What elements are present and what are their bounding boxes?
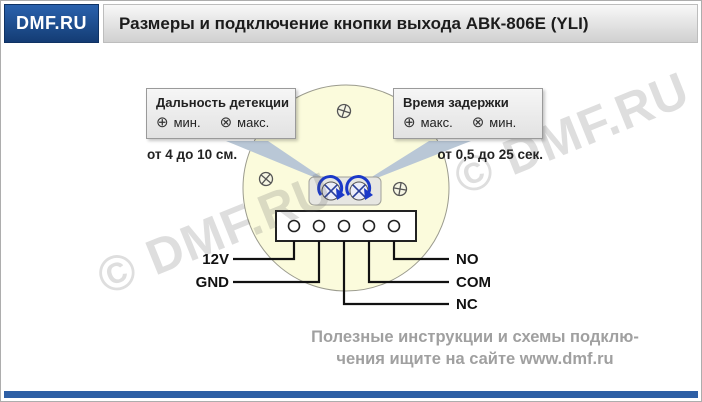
terminal-pin — [387, 219, 401, 233]
page-title: Размеры и подключение кнопки выхода АВК-… — [103, 4, 698, 43]
detection-range-value: от 4 до 10 см. — [147, 147, 238, 162]
bottom-accent-bar — [4, 391, 698, 398]
screw-icon — [336, 103, 352, 119]
wire-label-nc: NC — [456, 296, 478, 313]
callout-items: ⊕ мин. ⊗ макс. — [147, 112, 295, 138]
callout-item-label: макс. — [420, 115, 453, 130]
screw-cross-icon: ⊗ — [471, 114, 485, 131]
wire-label-no: NO — [456, 251, 479, 268]
delay-range-value: от 0,5 до 25 сек. — [437, 147, 543, 162]
wire-com — [367, 241, 449, 284]
callout-detection-range: Дальность детекции ⊕ мин. ⊗ макс. — [146, 88, 296, 139]
terminal-pin — [287, 219, 301, 233]
wire-nc — [342, 241, 449, 306]
wire-12v — [233, 241, 296, 261]
callout-item-label: мин. — [173, 115, 201, 130]
callout-title: Дальность детекции — [156, 95, 289, 110]
screw-icon — [392, 181, 408, 197]
potentiometer-detection[interactable] — [321, 181, 341, 201]
callout-pointer-right — [359, 141, 471, 185]
terminal-pins — [287, 219, 401, 233]
wire-no — [392, 241, 449, 261]
screw-icon — [258, 171, 274, 187]
callout-pointer-left — [226, 141, 333, 185]
callout-item-label: макс. — [237, 115, 270, 130]
screw-cross-icon: ⊗ — [219, 114, 233, 131]
terminal-pin — [337, 219, 351, 233]
screw-plus-icon: ⊕ — [403, 114, 416, 131]
dmf-logo: DMF.RU — [4, 4, 99, 43]
terminal-pin — [312, 219, 326, 233]
footer-line-2: чения ищите на сайте www.dmf.ru — [336, 350, 614, 369]
wire-label-gnd: GND — [196, 274, 230, 291]
wire-label-12v: 12V — [202, 251, 229, 268]
wires — [233, 241, 449, 306]
wire-label-com: COM — [456, 274, 491, 291]
header: DMF.RU Размеры и подключение кнопки выхо… — [4, 4, 698, 43]
footer-line-1: Полезные инструкции и схемы подклю- — [311, 328, 639, 346]
terminal-pin — [362, 219, 376, 233]
wire-gnd — [233, 241, 321, 284]
rotation-arrow-icon — [317, 175, 345, 200]
footer-note: Полезные инструкции и схемы подклю- чени… — [269, 326, 681, 371]
callout-item-label: мин. — [489, 115, 517, 130]
callout-items: ⊕ макс. ⊗ мин. — [394, 112, 542, 138]
screw-plus-icon: ⊕ — [156, 114, 169, 131]
callout-title: Время задержки — [403, 95, 509, 110]
rotation-arrow-icon — [345, 175, 373, 200]
callout-delay-time: Время задержки ⊕ макс. ⊗ мин. — [393, 88, 543, 139]
